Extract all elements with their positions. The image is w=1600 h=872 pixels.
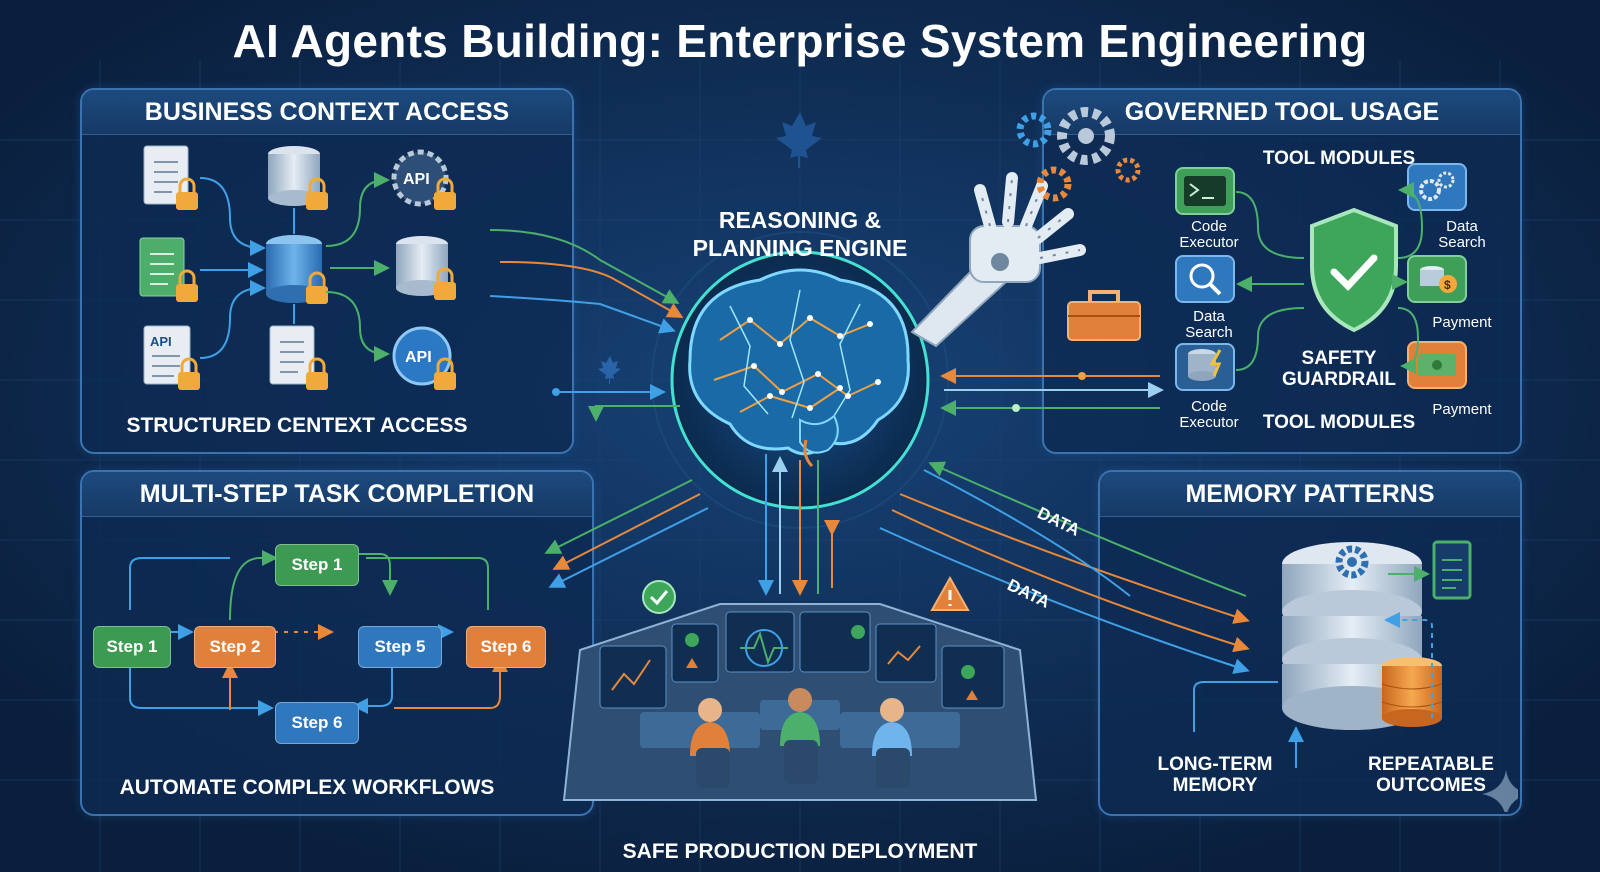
warning-icon xyxy=(930,575,970,611)
multi-step-header: MULTI-STEP TASK COMPLETION xyxy=(82,472,592,517)
lock-icon xyxy=(306,271,328,304)
api-document-icon: API xyxy=(143,325,191,385)
lock-icon xyxy=(434,357,456,390)
lock-icon xyxy=(434,177,456,210)
tool-label-code-executor-2: Code Executor xyxy=(1179,398,1239,431)
engine-title: REASONING & PLANNING ENGINE xyxy=(692,207,908,261)
api-badge-text: API xyxy=(403,171,430,188)
tool-label-data-search: Data Search xyxy=(1185,308,1233,341)
safety-guardrail-label: SAFETY GUARDRAIL xyxy=(1282,348,1396,390)
maple-leaf-small-icon xyxy=(598,356,621,384)
business-context-caption: STRUCTURED CENTEXT ACCESS xyxy=(126,414,468,437)
step-2: Step 2 xyxy=(194,626,276,668)
magnifier-icon xyxy=(1175,255,1235,303)
cash-payment-icon xyxy=(1407,341,1467,389)
gears-icon xyxy=(1016,107,1141,202)
governed-tools-header: GOVERNED TOOL USAGE xyxy=(1044,90,1520,135)
operator-person-icon xyxy=(690,698,730,788)
lock-icon xyxy=(176,177,198,210)
step-6-bottom: Step 6 xyxy=(275,702,359,744)
operator-person-icon xyxy=(780,688,820,784)
tool-modules-bottom-label: TOOL MODULES xyxy=(1262,412,1416,433)
governed-tools-icons: $ xyxy=(1175,163,1467,391)
business-context-header: BUSINESS CONTEXT ACCESS xyxy=(82,90,572,135)
robot-hand-icon xyxy=(910,172,1086,348)
lock-icon xyxy=(306,177,328,210)
step-6-right: Step 6 xyxy=(466,626,546,668)
shield-check-icon xyxy=(1310,207,1398,333)
memory-header: MEMORY PATTERNS xyxy=(1100,472,1520,517)
central-database-icon xyxy=(266,235,322,303)
repeatable-outcomes-label: REPEATABLE OUTCOMES xyxy=(1368,754,1494,796)
workflow-arrows xyxy=(129,550,508,716)
api-badge-text: API xyxy=(405,349,432,366)
api-circle-icon: API xyxy=(392,326,452,386)
tool-label-code-executor: Code Executor xyxy=(1179,218,1239,251)
gears-icon xyxy=(1407,163,1467,211)
operator-person-icon xyxy=(872,698,912,788)
svg-text:$: $ xyxy=(1444,278,1451,292)
document-green-icon xyxy=(139,237,185,297)
business-context-icons: API API API xyxy=(139,145,456,390)
memory-icons xyxy=(1193,540,1518,812)
toolbox-icon xyxy=(1067,290,1141,341)
lock-icon xyxy=(176,269,198,302)
tool-modules-top-label: TOOL MODULES xyxy=(1262,148,1416,169)
document-icon xyxy=(269,325,315,385)
api-badge-text: API xyxy=(150,334,172,349)
diagram-title: AI Agents Building: Enterprise System En… xyxy=(232,15,1368,67)
step-1-left: Step 1 xyxy=(93,626,171,668)
brain-icon xyxy=(688,268,910,468)
multi-step-caption: AUTOMATE COMPLEX WORKFLOWS xyxy=(119,776,495,799)
governed-tools-panel: GOVERNED TOOL USAGE TOOL MODULES TOOL MO… xyxy=(1042,88,1522,454)
step-1-top: Step 1 xyxy=(275,544,359,586)
maple-leaf-icon xyxy=(776,112,822,168)
step-5: Step 5 xyxy=(358,626,442,668)
tool-label-data-search-right: Data Search xyxy=(1438,218,1486,251)
lock-icon xyxy=(178,357,200,390)
lock-icon xyxy=(306,357,328,390)
control-room-icon xyxy=(562,603,1038,801)
lock-icon xyxy=(434,267,456,300)
tool-label-payment: Payment xyxy=(1432,314,1492,331)
document-icon xyxy=(1432,540,1472,600)
sparkle-icon xyxy=(1482,770,1518,812)
coins-payment-icon: $ xyxy=(1407,255,1467,303)
code-terminal-icon xyxy=(1175,167,1235,215)
tool-label-payment-2: Payment xyxy=(1432,401,1492,418)
long-term-memory-label: LONG-TERM MEMORY xyxy=(1157,754,1273,796)
database-bolt-icon xyxy=(1175,343,1235,391)
check-badge-icon xyxy=(642,580,676,614)
gear-icon xyxy=(1335,545,1369,579)
deployment-caption: SAFE PRODUCTION DEPLOYMENT xyxy=(622,840,978,863)
document-icon xyxy=(143,145,189,205)
